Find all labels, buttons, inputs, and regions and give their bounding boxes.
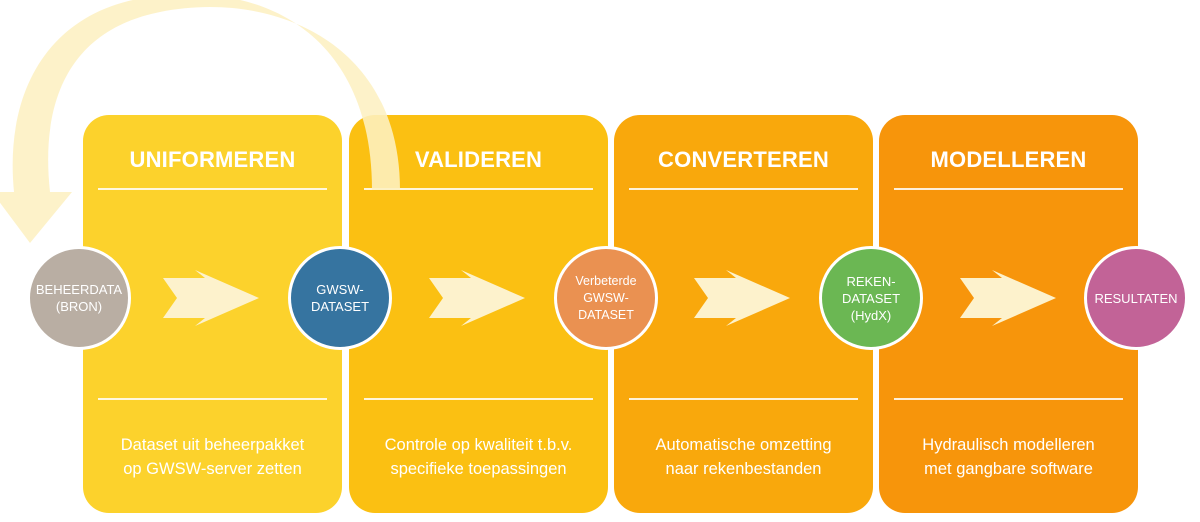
divider	[98, 188, 327, 190]
node-label: GWSW-	[316, 282, 364, 297]
feedback-arrow-shape	[0, 0, 400, 243]
stage-description-line: Automatische omzetting	[655, 436, 832, 454]
stage-description-line: met gangbare software	[924, 460, 1093, 478]
node-label: Verbeterde	[575, 273, 637, 288]
divider	[98, 398, 327, 400]
divider	[894, 188, 1123, 190]
stage-description-line: naar rekenbestanden	[665, 460, 822, 478]
stage-title: CONVERTEREN	[658, 147, 829, 172]
stage-title: UNIFORMEREN	[129, 147, 296, 172]
node-label: REKEN-	[846, 273, 896, 289]
stage-description-line: op GWSW-server zetten	[123, 460, 302, 478]
flow-arrow-icon	[960, 270, 1056, 326]
node-beheerdata: BEHEERDATA (BRON)	[27, 246, 131, 350]
stage-title: MODELLEREN	[930, 147, 1087, 172]
stage-description-line: Hydraulisch modelleren	[922, 436, 1095, 454]
node-reken-dataset: REKEN- DATASET (HydX)	[819, 246, 923, 350]
stage-description-line: specifieke toepassingen	[390, 460, 567, 478]
stage-description: Automatische omzetting naar rekenbestand…	[624, 433, 863, 481]
stage-description: Hydraulisch modelleren met gangbare soft…	[889, 433, 1128, 481]
node-label: BEHEERDATA	[35, 282, 123, 297]
stage-description: Controle op kwaliteit t.b.v. specifieke …	[359, 433, 598, 481]
stage-description-line: Controle op kwaliteit t.b.v.	[384, 436, 573, 454]
node-label: DATASET	[310, 299, 370, 314]
node-resultaten: RESULTATEN	[1084, 246, 1188, 350]
stage-description-line: Dataset uit beheerpakket	[120, 436, 305, 454]
flow-arrow-icon	[694, 270, 790, 326]
divider	[629, 398, 858, 400]
stage-title: VALIDEREN	[414, 147, 543, 172]
divider	[364, 188, 593, 190]
node-label: RESULTATEN	[1094, 290, 1178, 306]
node-verbeterde-gwsw-dataset: Verbeterde GWSW- DATASET	[554, 246, 658, 350]
node-gwsw-dataset: GWSW- DATASET	[288, 246, 392, 350]
stage-description: Dataset uit beheerpakket op GWSW-server …	[93, 433, 332, 481]
divider	[894, 398, 1123, 400]
flow-arrow-icon	[429, 270, 525, 326]
node-label: (HydX)	[850, 307, 892, 323]
flow-arrow-icon	[163, 270, 259, 326]
node-label: (BRON)	[55, 299, 103, 314]
node-label: GWSW-	[583, 290, 629, 305]
divider	[364, 398, 593, 400]
divider	[629, 188, 858, 190]
node-label: DATASET	[841, 290, 901, 306]
node-label: DATASET	[578, 307, 634, 322]
